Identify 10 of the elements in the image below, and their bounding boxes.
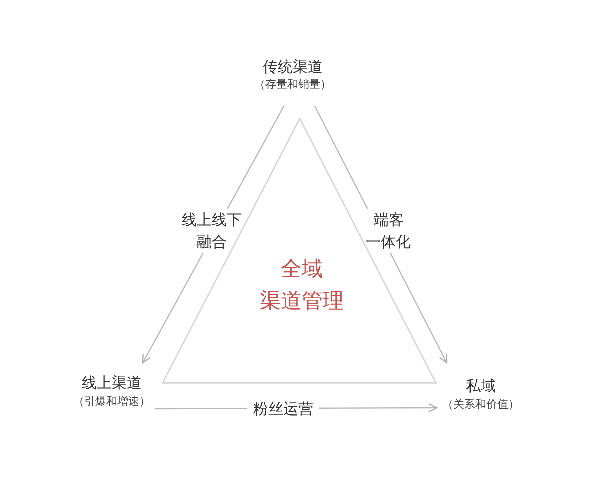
- center-title: 渠道管理: [260, 288, 344, 314]
- node-title: 私域: [466, 377, 496, 395]
- edge-label: 端客一体化: [366, 208, 412, 253]
- node-subtitle: （关系和价值）: [442, 398, 520, 412]
- node-subtitle: （存量和销量）: [254, 78, 332, 92]
- node-title: 传统渠道: [263, 58, 323, 76]
- node-subtitle: （引爆和增速）: [74, 395, 150, 409]
- center-title: 全域: [281, 256, 323, 282]
- edge-label: 线上线下融合: [182, 208, 243, 253]
- node-title: 线上渠道: [82, 374, 142, 392]
